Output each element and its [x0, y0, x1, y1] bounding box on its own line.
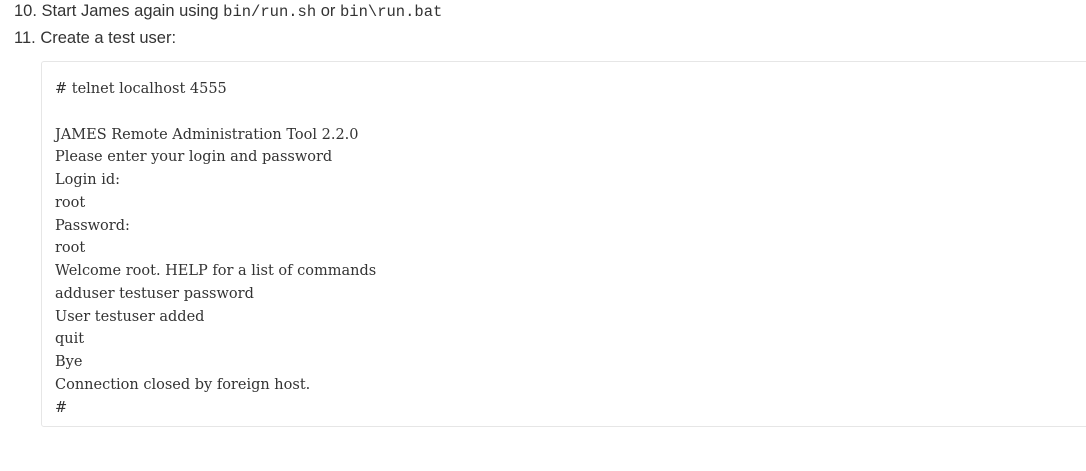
code-line: User testuser added: [55, 308, 205, 325]
code-line: # telnet localhost 4555: [55, 81, 227, 97]
code-line: adduser testuser password: [55, 285, 254, 302]
step-10-code-run-bat: bin\run.bat: [340, 3, 443, 21]
code-line: root: [55, 240, 86, 257]
step-10-text: Start James again using: [41, 2, 224, 20]
code-line: Connection closed by foreign host.: [55, 376, 311, 393]
code-line: #: [55, 399, 68, 416]
code-line: Bye: [55, 354, 83, 370]
step-11-number: 11.: [14, 29, 36, 47]
step-10-code-run-sh: bin/run.sh: [223, 3, 317, 21]
code-line: quit: [55, 331, 85, 348]
code-line: root: [55, 194, 86, 211]
step-10-text-or: or: [316, 2, 340, 20]
step-10-number: 10.: [14, 2, 37, 20]
code-line: Welcome root. HELP for a list of command…: [55, 263, 377, 279]
step-10: 10. Start James again using bin/run.sh o…: [14, 0, 442, 23]
code-line: Password:: [55, 217, 130, 234]
code-line: [55, 101, 1086, 124]
step-11-text: Create a test user:: [40, 29, 177, 47]
step-11: 11. Create a test user:: [14, 27, 176, 49]
code-block[interactable]: # telnet localhost 4555 JAMES Remote Adm…: [41, 61, 1086, 427]
code-line: JAMES Remote Administration Tool 2.2.0: [55, 126, 359, 143]
code-line: Please enter your login and password: [55, 149, 333, 166]
code-line: Login id:: [55, 172, 121, 188]
